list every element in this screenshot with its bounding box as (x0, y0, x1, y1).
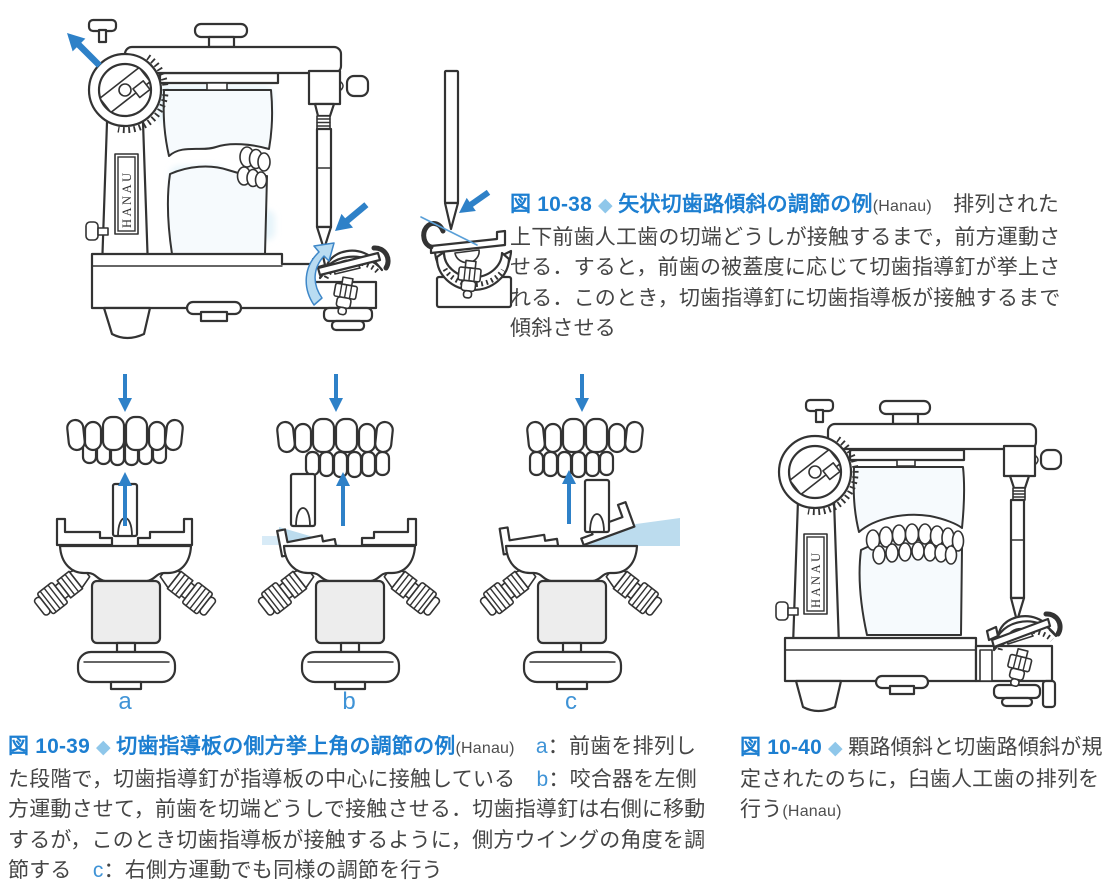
caption-segment-diamond: ◆ (95, 737, 117, 758)
pin-contact-arrow-icon (459, 189, 491, 213)
caption-segment-body: 顆路傾斜と切歯路傾斜が規定されたのちに，臼歯人工歯の排列を行う (740, 736, 1102, 821)
fig38-caption: 図 10-38 ◆ 矢状切歯路傾斜の調節の例(Hanau) 排列された上下前歯人… (510, 190, 1070, 345)
upper-mounting-plate (848, 448, 966, 467)
table-tilt-arrow-icon (305, 242, 335, 306)
caption-segment-src: (Hanau) (872, 198, 932, 215)
caption-segment-diamond: ◆ (597, 195, 619, 216)
upper-frame-bar (87, 18, 370, 130)
caption-segment-title: 矢状切歯路傾斜の調節の例 (618, 193, 873, 216)
upper-cast (162, 89, 274, 157)
caption-segment-src: (Hanau) (782, 803, 842, 820)
caption-segment-letter: b (536, 767, 549, 791)
fig39-panel-c-illustration (468, 374, 680, 718)
caption-segment-body: ：前歯を排列した段階で，切歯指導釘が指導板の中心に接触している (8, 735, 697, 791)
panel-label-a: a (118, 688, 132, 715)
fig38-articulator-illustration: HANAU (67, 18, 391, 340)
lateral-wing (985, 625, 1000, 642)
brand-label: HANAU (120, 170, 134, 228)
caption-segment-letter: c (92, 859, 104, 881)
fig39-panel-b-illustration (246, 374, 476, 718)
caption-segment-fig: 図 10-38 (510, 193, 598, 216)
support-column: HANAU (775, 498, 841, 648)
fig38-pin-detail-illustration (420, 69, 513, 309)
guide-table-plate (316, 251, 382, 277)
caption-segment-body: ：右側方運動でも同様の調節を行う (103, 859, 443, 881)
panel-label-c: c (565, 688, 577, 715)
lateral-wing-hook (371, 245, 391, 271)
elevation-shade (262, 536, 281, 545)
forward-motion-arrow-icon (67, 33, 102, 68)
fig40-caption: 図 10-40 ◆ 顆路傾斜と切歯路傾斜が規定されたのちに，臼歯人工歯の排列を行… (740, 733, 1102, 828)
caption-segment-title: 切歯指導板の側方挙上角の調節の例 (116, 735, 456, 758)
pin-clamp-knob (345, 74, 370, 98)
incisal-pin (1009, 498, 1026, 623)
caption-segment-letter: a (535, 735, 548, 758)
guide-table-plate (990, 617, 1052, 649)
caption-segment-body: ：咬合器を左側方運動させて，前歯を切端どうしで接触させる．切歯指導釘は右側に移動… (8, 767, 706, 881)
fig40-articulator-illustration: HANAU (775, 398, 1063, 713)
guide-table-left-wing (55, 517, 114, 547)
detail-guide-table (421, 220, 513, 300)
upper-frame-bar (804, 398, 1063, 501)
inclination-guide-line (420, 216, 478, 246)
upper-cast (852, 466, 966, 533)
caption-segment-body (515, 735, 536, 758)
top-knob (193, 22, 249, 39)
incisal-guide-table (985, 611, 1063, 690)
caption-segment-fig: 図 10-39 (8, 735, 96, 758)
guide-table-right-wing (360, 517, 418, 547)
caption-segment-fig: 図 10-40 (740, 736, 828, 759)
panel-label-b: b (342, 688, 356, 715)
incisal-pin (315, 127, 333, 251)
support-column: HANAU (85, 120, 150, 270)
lateral-wing-hook (1043, 611, 1063, 637)
caption-segment-body: 排列された上下前歯人工歯の切端どうしが接触するまで，前方運動させる．すると，前歯… (510, 193, 1061, 340)
detail-incisal-pin (443, 69, 460, 231)
fig39-caption: 図 10-39 ◆ 切歯指導板の側方挙上角の調節の例(Hanau) a：前歯を排… (8, 732, 712, 881)
posterior-teeth (865, 523, 965, 565)
anterior-teeth (236, 146, 271, 189)
caption-segment-src: (Hanau) (455, 740, 515, 757)
column-screw (775, 601, 789, 621)
fig39-panel-a-illustration (22, 374, 252, 718)
caption-segment-diamond: ◆ (827, 738, 849, 759)
elevation-shade (586, 518, 680, 546)
detail-plate (429, 229, 507, 255)
pin-contact-arrow-icon (335, 202, 369, 231)
top-knob (878, 399, 932, 416)
column-screw (85, 221, 99, 241)
guide-table-right-wing (136, 517, 194, 547)
brand-label: HANAU (809, 550, 823, 608)
pin-clamp-knob (1039, 448, 1063, 471)
